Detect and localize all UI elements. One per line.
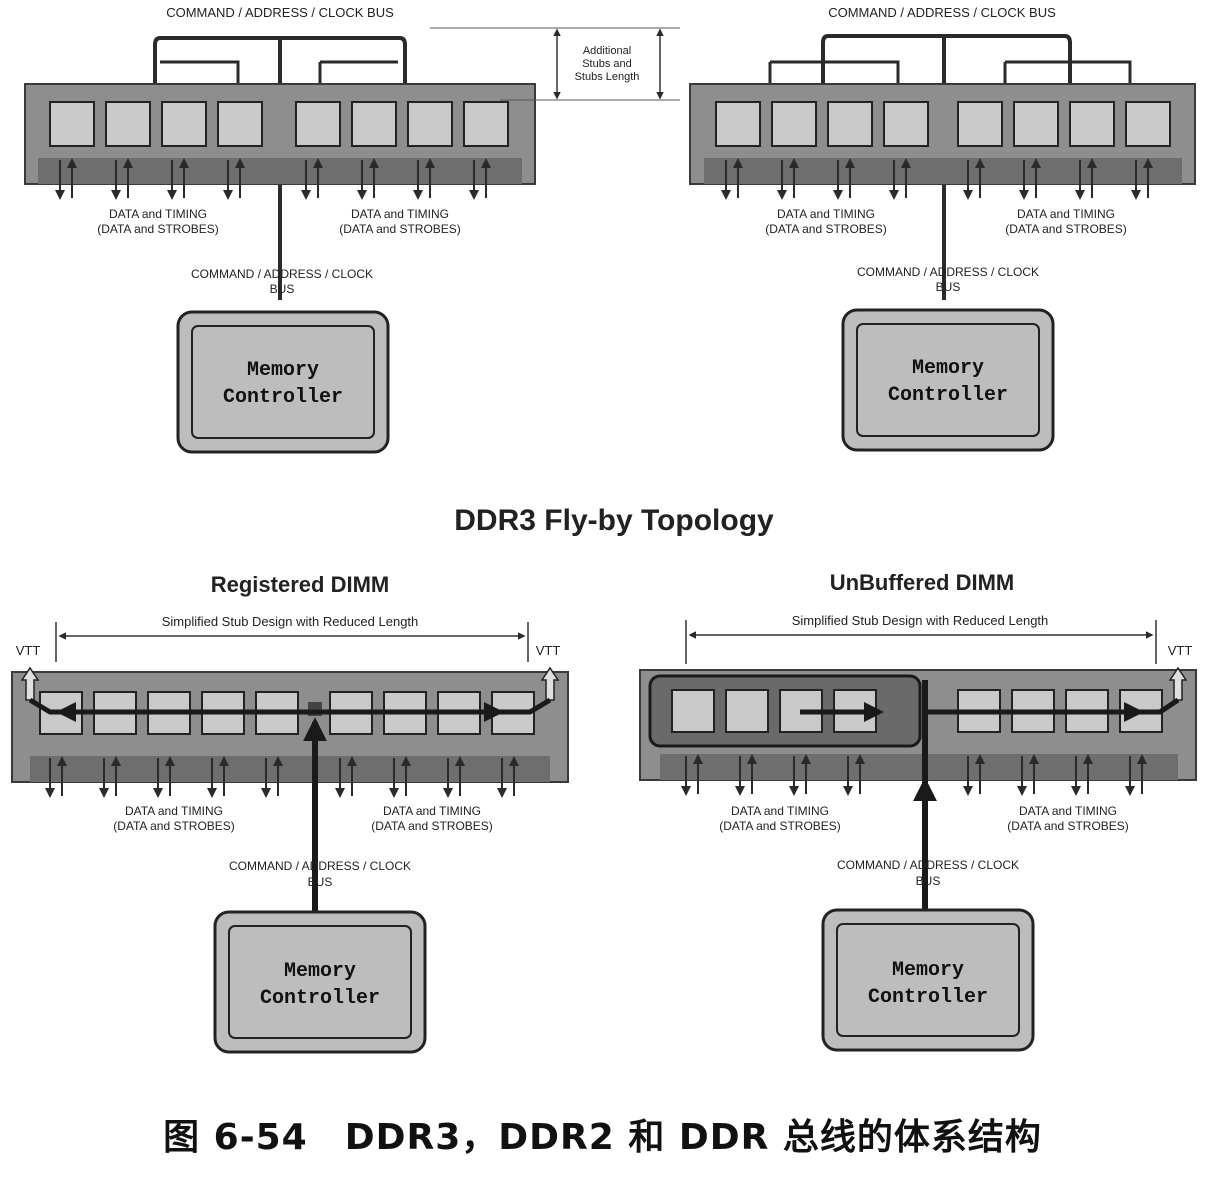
top-right-bus-branches: [768, 60, 1132, 84]
registered-dimm-title: Registered DIMM: [211, 572, 389, 597]
top-right-chips: [715, 101, 1171, 147]
registered-dimm-bus-label-1: COMMAND / ADDRESS / CLOCK: [229, 859, 411, 873]
chip: [827, 101, 873, 147]
chip: [49, 101, 95, 147]
unbuffered-dimm-bus-label-2: BUS: [916, 874, 941, 888]
top-left-chips: [49, 101, 509, 147]
top-right-connector-strip: [704, 158, 1182, 184]
top-right-bus-label-bottom-1: COMMAND / ADDRESS / CLOCK: [857, 265, 1039, 279]
chip: [217, 101, 263, 147]
unbuffered-dimm-data-label-left-2: (DATA and STROBES): [719, 819, 841, 833]
stub-note-line-1: Additional: [583, 45, 631, 57]
top-right-data-label-right-2: (DATA and STROBES): [1005, 222, 1127, 236]
top-right-bus-label-top: COMMAND / ADDRESS / CLOCK BUS: [828, 5, 1056, 20]
chip: [671, 689, 715, 733]
top-left-bus-label-bottom-2: BUS: [270, 282, 295, 296]
registered-dimm-memory-controller: [213, 910, 427, 1054]
top-right-memory-controller: [841, 308, 1055, 452]
chip: [725, 689, 769, 733]
stub-note-line-2: Stubs and: [582, 58, 632, 70]
top-left-data-arrows: [55, 158, 491, 200]
figure-caption: 图 6-54 DDR3，DDR2 和 DDR 总线的体系结构: [163, 1117, 1042, 1158]
chip: [771, 101, 817, 147]
top-left-controller-label-2: Controller: [223, 386, 343, 409]
top-left-bus-branches: [160, 60, 398, 86]
registered-dimm-data-label-right-1: DATA and TIMING: [383, 804, 481, 818]
top-left-bus-label-bottom-1: COMMAND / ADDRESS / CLOCK: [191, 267, 373, 281]
top-left-connector-strip: [38, 158, 522, 184]
chip: [161, 101, 207, 147]
registered-dimm-stub-label: Simplified Stub Design with Reduced Leng…: [162, 614, 419, 629]
unbuffered-dimm-controller-label-1: Memory: [892, 959, 964, 982]
vtt-left-termination-icon: [20, 666, 40, 701]
unbuffered-dimm-controller-label-2: Controller: [868, 986, 988, 1009]
top-right-data-label-right-1: DATA and TIMING: [1017, 207, 1115, 221]
vtt-termination-icon: [1168, 666, 1188, 701]
section-title: DDR3 Fly-by Topology: [454, 504, 774, 537]
registered-dimm-data-label-left-1: DATA and TIMING: [125, 804, 223, 818]
chip: [407, 101, 453, 147]
top-left-data-label-left-2: (DATA and STROBES): [97, 222, 219, 236]
chip: [1125, 101, 1171, 147]
top-right-data-label-left-2: (DATA and STROBES): [765, 222, 887, 236]
unbuffered-dimm-bus-label-1: COMMAND / ADDRESS / CLOCK: [837, 858, 1019, 872]
chip: [957, 101, 1003, 147]
top-right-panel: COMMAND / ADDRESS / CLOCK BUS DATA and T…: [689, 5, 1196, 452]
top-right-controller-label-1: Memory: [912, 357, 984, 380]
top-left-memory-controller: [176, 310, 390, 454]
chip: [463, 101, 509, 147]
registered-dimm-controller-label-1: Memory: [284, 960, 356, 983]
top-right-controller-inner: [856, 323, 1040, 437]
unbuffered-dimm-data-label-right-2: (DATA and STROBES): [1007, 819, 1129, 833]
unbuffered-dimm-data-label-left-1: DATA and TIMING: [731, 804, 829, 818]
unbuffered-dimm-data-arrows: [681, 754, 1147, 796]
chip: [105, 101, 151, 147]
top-left-panel: COMMAND / ADDRESS / CLOCK BUS DATA: [24, 5, 536, 454]
registered-dimm-controller-label-2: Controller: [260, 987, 380, 1010]
unbuffered-dimm-memory-controller: [821, 908, 1035, 1052]
chip: [295, 101, 341, 147]
stub-length-note: Additional Stubs and Stubs Length: [430, 27, 680, 101]
registered-dimm-data-arrows: [45, 756, 519, 798]
chip: [351, 101, 397, 147]
top-left-data-label-right-2: (DATA and STROBES): [339, 222, 461, 236]
top-right-bus-label-bottom-2: BUS: [936, 280, 961, 294]
chip: [1013, 101, 1059, 147]
chip: [715, 101, 761, 147]
top-left-controller-inner: [191, 325, 375, 439]
registered-dimm-flyby-bus: [28, 697, 552, 715]
registered-dimm-vtt-left: VTT: [16, 643, 41, 658]
top-right-data-arrows: [721, 158, 1153, 200]
unbuffered-dimm-connector-strip: [660, 754, 1178, 780]
unbuffered-dimm-title: UnBuffered DIMM: [830, 570, 1015, 595]
unbuffered-dimm-vtt-right: VTT: [1168, 643, 1193, 658]
top-right-data-label-left-1: DATA and TIMING: [777, 207, 875, 221]
registered-dimm-bus-label-2: BUS: [308, 875, 333, 889]
unbuffered-dimm-data-label-right-1: DATA and TIMING: [1019, 804, 1117, 818]
unbuffered-dimm-panel: UnBuffered DIMM Simplified Stub Design w…: [639, 570, 1197, 1052]
chip: [883, 101, 929, 147]
registered-dimm-data-label-left-2: (DATA and STROBES): [113, 819, 235, 833]
stub-note-line-3: Stubs Length: [575, 71, 640, 83]
unbuffered-dimm-controller-inner: [836, 923, 1020, 1037]
top-left-data-label-left-1: DATA and TIMING: [109, 207, 207, 221]
registered-dimm-controller-inner: [228, 925, 412, 1039]
top-left-data-label-right-1: DATA and TIMING: [351, 207, 449, 221]
registered-dimm-panel: Registered DIMM Simplified Stub Design w…: [11, 572, 569, 1054]
registered-dimm-vtt-right: VTT: [536, 643, 561, 658]
registered-dimm-data-label-right-2: (DATA and STROBES): [371, 819, 493, 833]
chip: [1069, 101, 1115, 147]
unbuffered-dimm-flyby-bus: [925, 697, 1180, 715]
top-left-bus-label-top: COMMAND / ADDRESS / CLOCK BUS: [166, 5, 394, 20]
unbuffered-dimm-stub-label: Simplified Stub Design with Reduced Leng…: [792, 613, 1049, 628]
vtt-right-termination-icon: [540, 666, 560, 701]
top-right-controller-label-2: Controller: [888, 384, 1008, 407]
top-left-controller-label-1: Memory: [247, 359, 319, 382]
registered-dimm-connector-strip: [30, 756, 550, 782]
